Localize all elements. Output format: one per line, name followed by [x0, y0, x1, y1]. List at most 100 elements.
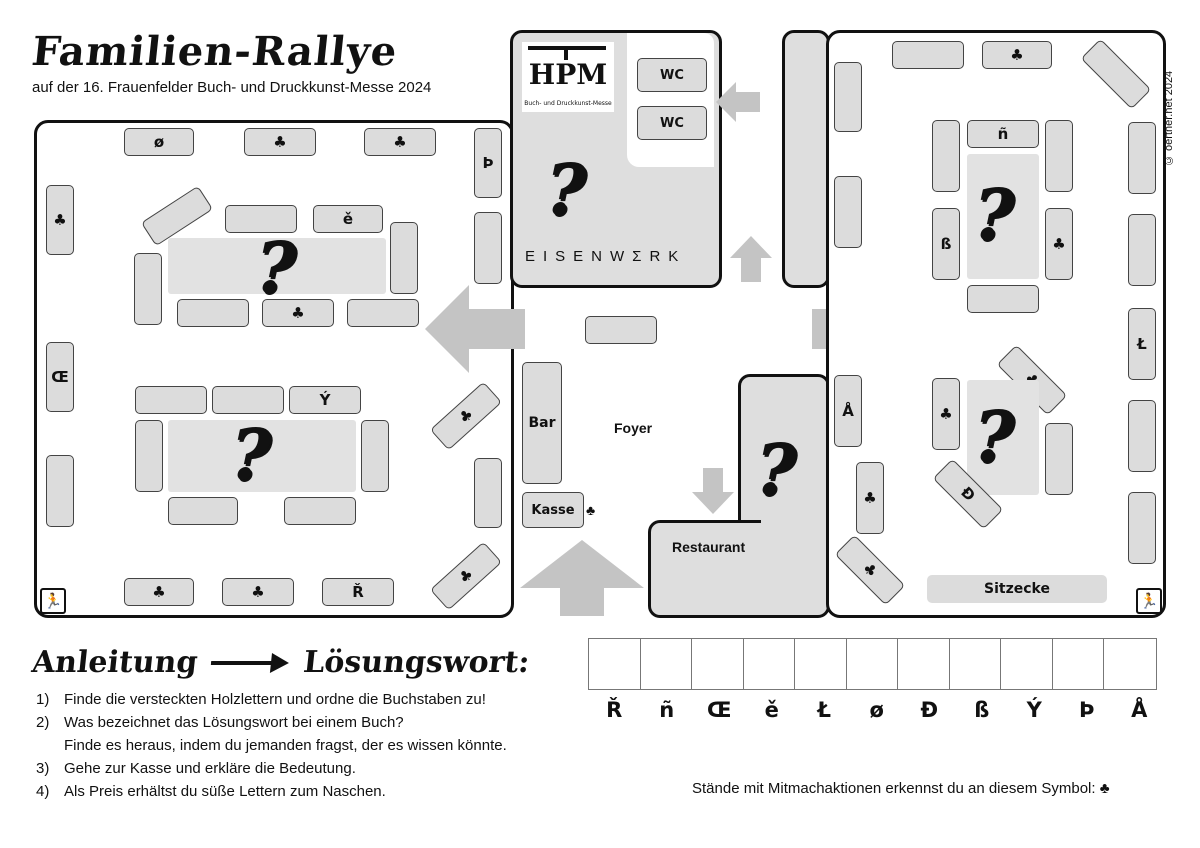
table [168, 497, 238, 525]
solution-letter: Å [1131, 698, 1148, 722]
table [1128, 400, 1156, 472]
solution-cell[interactable] [1001, 639, 1053, 689]
solution-cell[interactable] [692, 639, 744, 689]
logo-text: HPM [528, 58, 608, 91]
table [1128, 214, 1156, 286]
wc-room: WC [637, 58, 707, 92]
table-o-slash: ø [124, 128, 194, 156]
table-club: ♣ [932, 378, 960, 450]
table [1045, 423, 1073, 495]
solution-cell[interactable] [1104, 639, 1156, 689]
eisenwerk-label: EISENWΣRK [525, 248, 687, 265]
stand-area [168, 420, 356, 492]
table-r-caron: Ř [322, 578, 394, 606]
bar-counter: Bar [522, 362, 562, 484]
restaurant-join [738, 523, 768, 609]
table [347, 299, 419, 327]
table [474, 458, 502, 528]
table [892, 41, 964, 69]
stand-area [168, 238, 386, 294]
table [361, 420, 389, 492]
page-subtitle: auf der 16. Frauenfelder Buch- und Druck… [32, 79, 432, 96]
table [225, 205, 297, 233]
solution-cell[interactable] [641, 639, 692, 689]
solution-letter: ß [974, 698, 990, 722]
table-n-tilde: ñ [967, 120, 1039, 148]
symbol-hint: Stände mit Mitmachaktionen erkennst du a… [692, 780, 1110, 797]
kasse-counter: Kasse [522, 492, 584, 528]
table [390, 222, 418, 294]
table [474, 212, 502, 284]
press-screw [564, 46, 568, 60]
solution-letter: Đ [920, 698, 939, 722]
left-hall [34, 120, 514, 618]
solution-cell[interactable] [898, 639, 950, 689]
table [135, 420, 163, 492]
instructions-title: Anleitung [30, 645, 200, 680]
solution-title: Lösungswort: [301, 645, 532, 680]
solution-letter: ø [869, 698, 884, 722]
table-a-ring: Å [834, 375, 862, 447]
table [1128, 492, 1156, 564]
table-club: ♣ [262, 299, 334, 327]
table [1128, 122, 1156, 194]
arrow-down-icon [692, 468, 734, 514]
arrow-right-icon [211, 652, 290, 673]
instruction-step: Finde es heraus, indem du jemanden frags… [64, 737, 507, 754]
arrow-up-icon [520, 540, 644, 616]
page-title: Familien-Rallye [29, 28, 400, 75]
instruction-step: 3)Gehe zur Kasse und erkläre die Bedeutu… [36, 760, 356, 777]
stand-area [967, 154, 1039, 279]
instructions-heading: Anleitung Lösungswort: [30, 645, 531, 680]
foyer-label: Foyer [614, 420, 653, 436]
table-club: ♣ [46, 185, 74, 255]
logo-subtext: Buch- und Druckkunst-Messe [524, 100, 612, 107]
solution-letter: Þ [1079, 698, 1095, 722]
solution-cell[interactable] [1053, 639, 1104, 689]
solution-letter: ñ [659, 698, 675, 722]
solution-cell[interactable] [795, 639, 847, 689]
arrow-left-icon [425, 285, 525, 373]
solution-grid [588, 638, 1157, 690]
emergency-exit-icon: 🏃 [1136, 588, 1162, 614]
solution-cell[interactable] [744, 639, 795, 689]
solution-letter: Ł [817, 698, 831, 722]
table-eszett: ß [932, 208, 960, 280]
wc-area [627, 33, 714, 167]
table [967, 285, 1039, 313]
table-club: ♣ [124, 578, 194, 606]
table-club: ♣ [856, 462, 884, 534]
solution-letter: Ý [1026, 698, 1042, 722]
table-y-acute: Ý [289, 386, 361, 414]
solution-cell[interactable] [950, 639, 1001, 689]
club-icon: ♣ [586, 502, 596, 518]
table-l-stroke: Ł [1128, 308, 1156, 380]
table-thorn: Þ [474, 128, 502, 198]
instruction-step: 4)Als Preis erhältst du süße Lettern zum… [36, 783, 386, 800]
table [212, 386, 284, 414]
table [932, 120, 960, 192]
table [284, 497, 356, 525]
arrow-left-icon [716, 82, 760, 122]
instruction-step: 2)Was bezeichnet das Lösungswort bei ein… [36, 714, 404, 731]
stand-area [967, 380, 1039, 495]
emergency-exit-icon: 🏃 [40, 588, 66, 614]
table [834, 62, 862, 132]
solution-cell[interactable] [847, 639, 898, 689]
table [177, 299, 249, 327]
instruction-step: 1)Finde die versteckten Holzlettern und … [36, 691, 486, 708]
solution-cell[interactable] [589, 639, 641, 689]
solution-letters: Ř ñ Œ ě Ł ø Đ ß Ý Þ Å [588, 698, 1166, 722]
table [1045, 120, 1073, 192]
solution-letter: Œ [706, 698, 732, 722]
table [585, 316, 657, 344]
table-club: ♣ [364, 128, 436, 156]
wc-room: WC [637, 106, 707, 140]
instructions-list: 1)Finde die versteckten Holzlettern und … [36, 688, 507, 803]
arrow-up-icon [730, 236, 772, 282]
solution-letter: ě [764, 698, 779, 722]
table-club: ♣ [222, 578, 294, 606]
table-e-caron: ě [313, 205, 383, 233]
table-club: ♣ [244, 128, 316, 156]
sitzecke-area: Sitzecke [927, 575, 1107, 603]
